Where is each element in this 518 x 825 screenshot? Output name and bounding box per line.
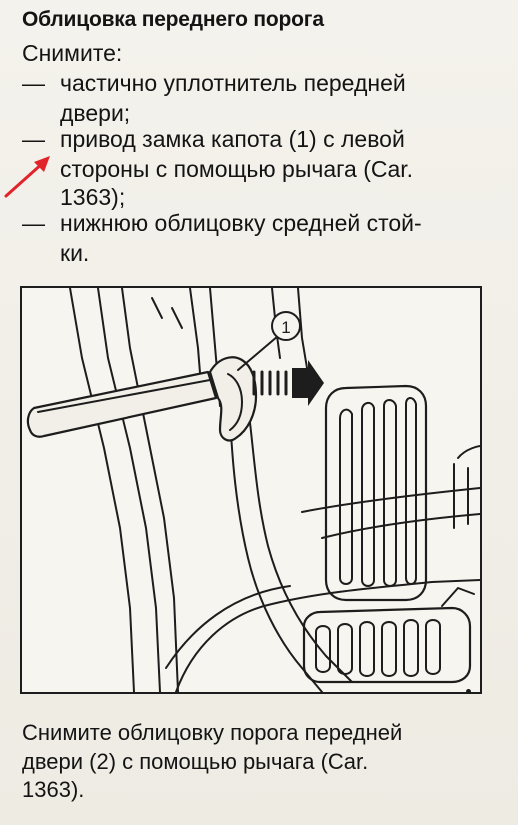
list-item-3-line-1: — нижнюю облицовку средней стой- <box>22 208 422 238</box>
list-item-2-line-2: стороны с помощью рычага (Car. <box>60 156 414 182</box>
list-bullet: — <box>22 210 45 236</box>
technical-figure: 1 <box>20 286 482 694</box>
list-item-2-line-3: 1363); <box>60 184 126 210</box>
list-item-text: частично уплотнитель передней <box>60 70 406 96</box>
intro-line: Снимите: <box>22 38 122 68</box>
list-bullet: — <box>22 126 45 152</box>
intro-text: Снимите: <box>22 40 123 66</box>
list-bullet: — <box>22 70 45 96</box>
figure-end-dot <box>466 689 471 694</box>
hood-lock-illustration: 1 <box>26 288 480 692</box>
red-annotation-arrow-icon <box>4 156 50 198</box>
list-item-1-line-1: — частично уплотнитель передней <box>22 68 406 98</box>
caption-line-2: двери (2) с помощью рычага (Car. <box>22 749 369 774</box>
list-item-1-line-2: двери; <box>60 100 131 126</box>
section-title: Облицовка переднего порога <box>22 8 324 31</box>
caption-line-3: 1363). <box>22 777 85 802</box>
list-item-3-line-2: ки. <box>60 240 90 266</box>
caption-line-1: Снимите облицовку порога передней <box>22 720 403 745</box>
list-item-text: нижнюю облицовку средней стой- <box>60 210 422 236</box>
list-item-2-line-1: — привод замка капота (1) с левой <box>22 124 405 154</box>
callout-number: 1 <box>281 318 290 337</box>
list-item-text: привод замка капота (1) с левой <box>60 126 405 152</box>
